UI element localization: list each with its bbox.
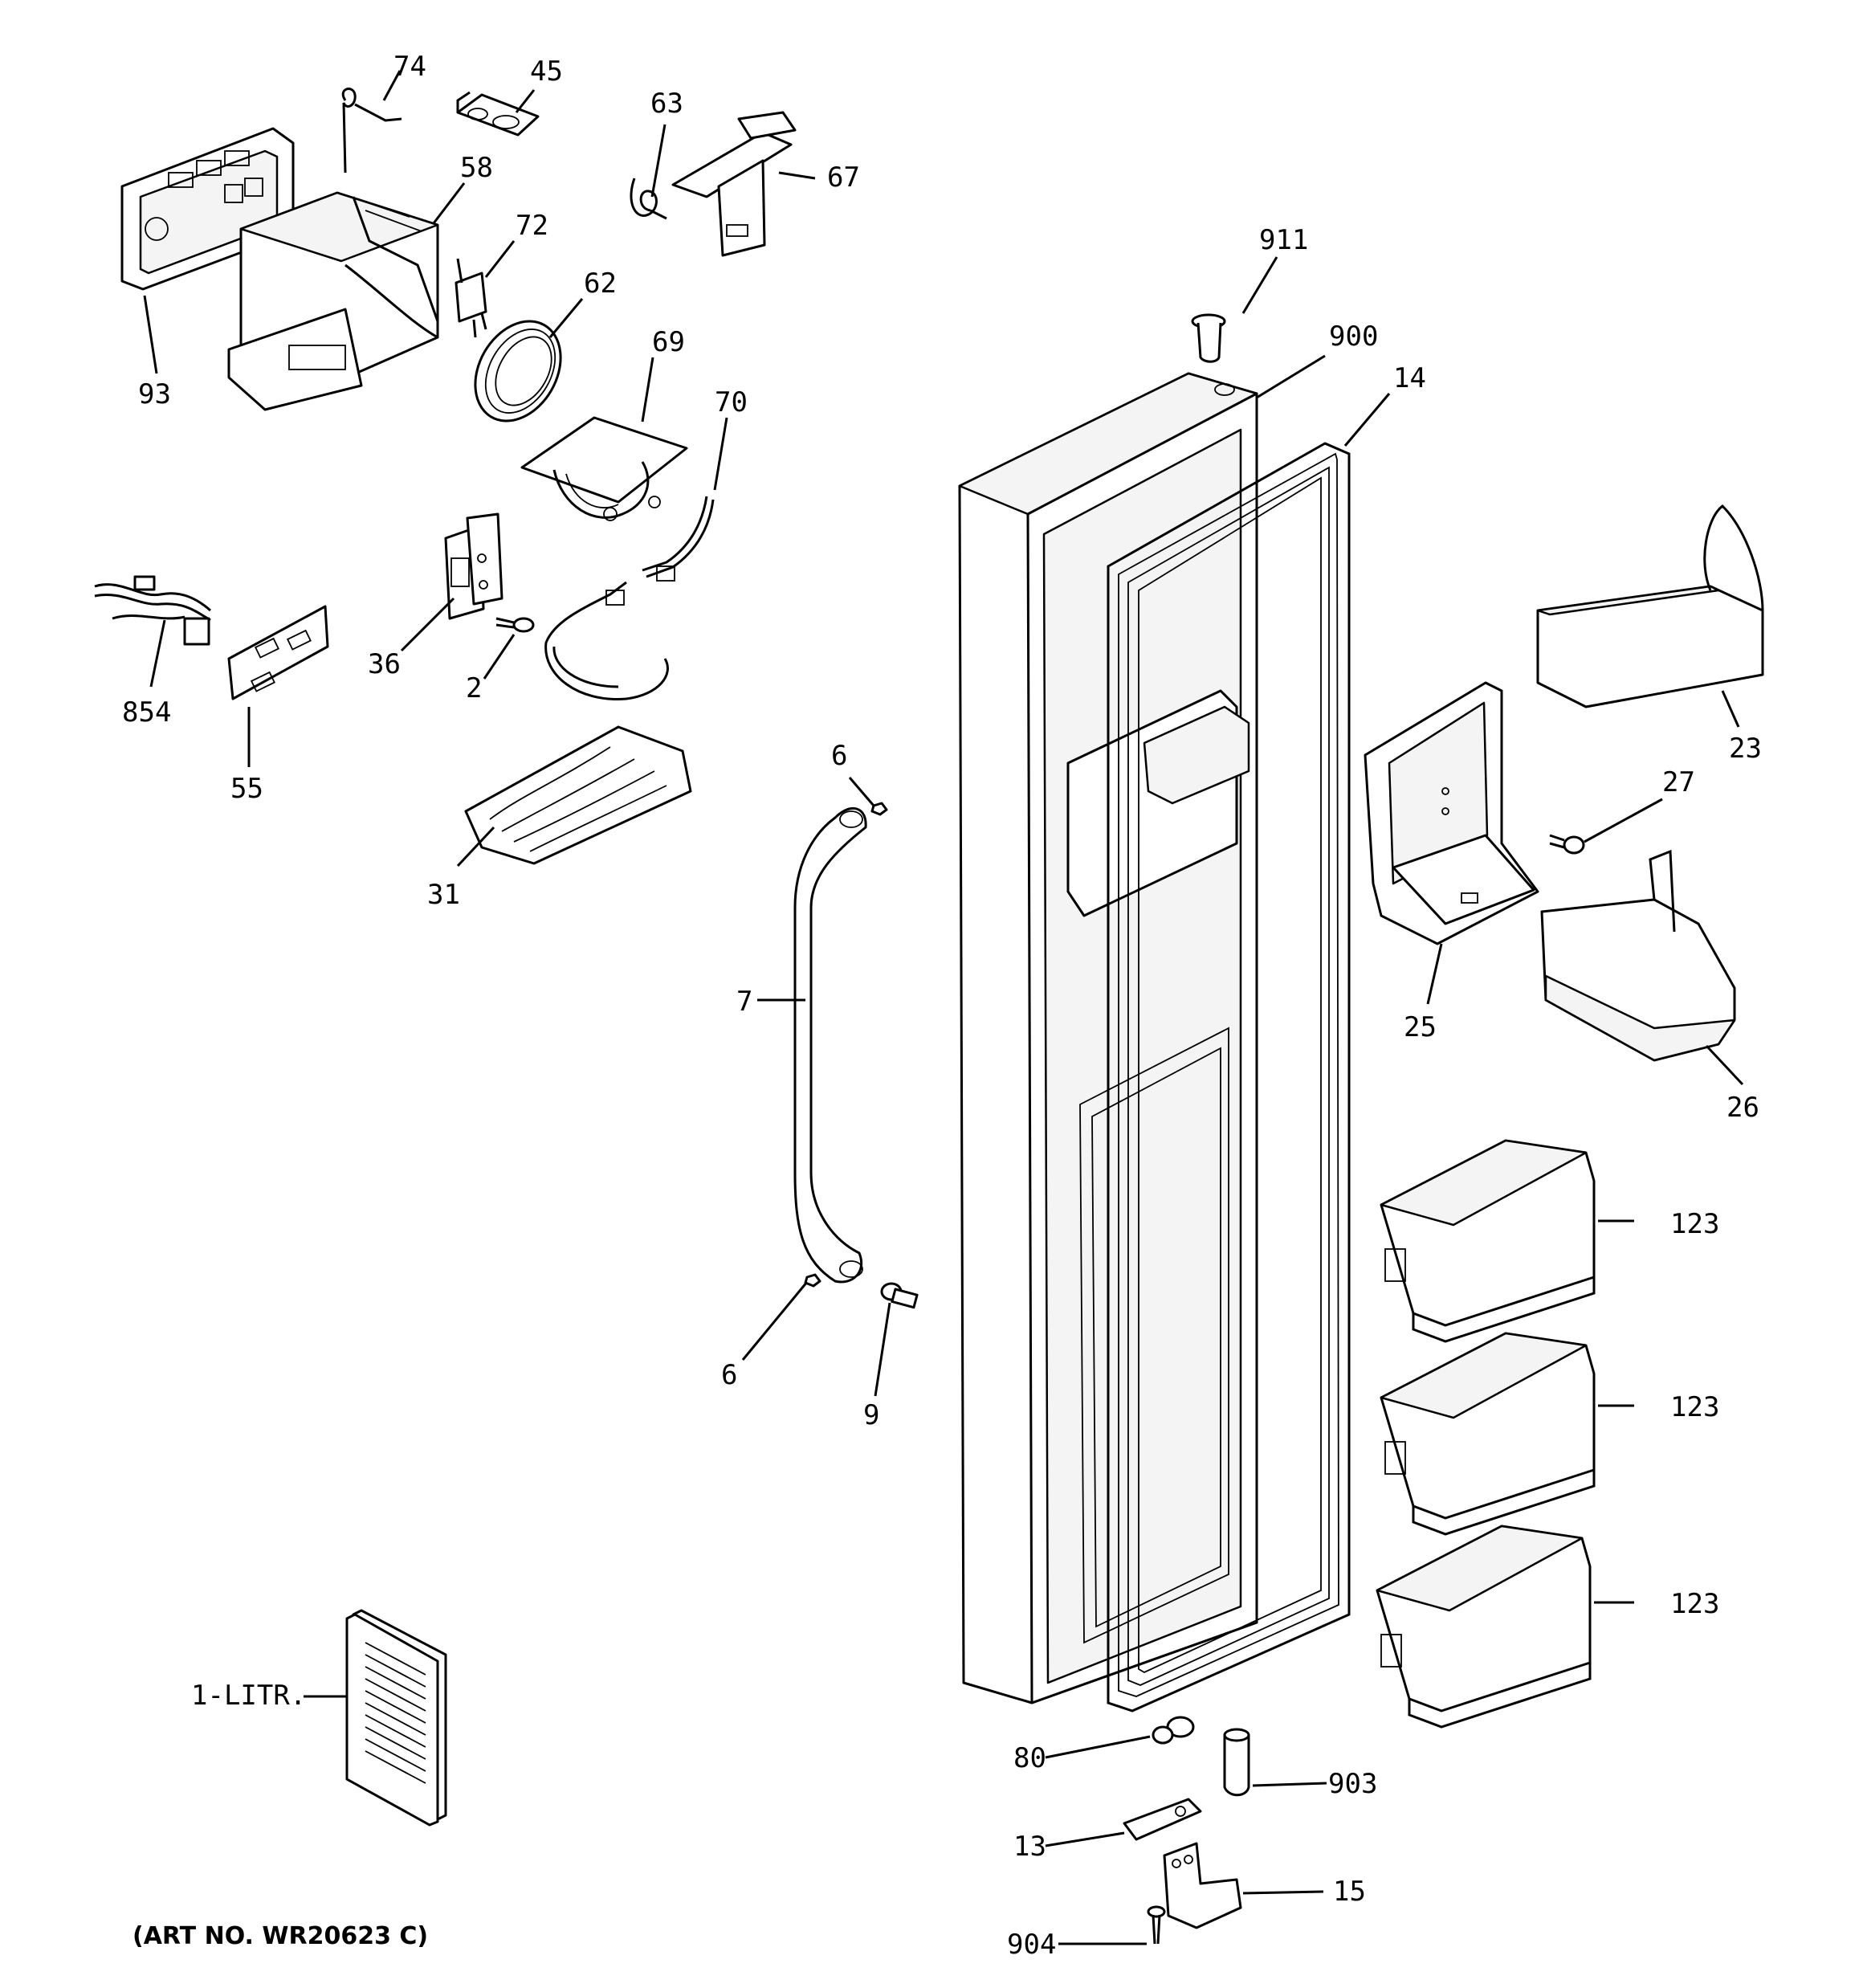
part-58-dispenser-housing bbox=[227, 191, 439, 411]
part-6-nut-top bbox=[870, 802, 888, 816]
callout-9: 9 bbox=[863, 1399, 879, 1431]
callout-70: 70 bbox=[715, 386, 748, 418]
part-23-cover bbox=[1536, 504, 1764, 708]
part-7-handle bbox=[793, 807, 867, 1284]
callout-93: 93 bbox=[138, 378, 171, 410]
callout-74: 74 bbox=[393, 51, 426, 83]
part-854-harness bbox=[94, 575, 211, 646]
callout-26: 26 bbox=[1726, 1092, 1759, 1124]
part-63-spring bbox=[630, 178, 667, 220]
leader-lines bbox=[143, 70, 1744, 1945]
part-123-bin-top bbox=[1380, 1139, 1596, 1343]
callout-7: 7 bbox=[736, 986, 752, 1018]
callout-63: 63 bbox=[650, 88, 683, 120]
callout-903: 903 bbox=[1328, 1768, 1377, 1800]
part-6-nut-bottom bbox=[804, 1273, 821, 1288]
callout-6-bottom: 6 bbox=[721, 1359, 737, 1391]
callout-72: 72 bbox=[516, 210, 548, 242]
part-36-bracket bbox=[444, 512, 503, 620]
callout-123-middle: 123 bbox=[1670, 1391, 1719, 1423]
part-903-pin bbox=[1223, 1728, 1250, 1797]
part-2-screw bbox=[495, 617, 535, 633]
part-904-screw bbox=[1147, 1905, 1166, 1945]
callout-2: 2 bbox=[466, 672, 482, 704]
callout-15: 15 bbox=[1333, 1876, 1366, 1908]
part-1-litr-booklet bbox=[345, 1609, 447, 1827]
callout-67: 67 bbox=[827, 161, 860, 194]
callout-62: 62 bbox=[584, 267, 617, 300]
part-93-control-panel bbox=[120, 127, 295, 291]
callout-27: 27 bbox=[1662, 766, 1695, 798]
callout-25: 25 bbox=[1404, 1011, 1437, 1043]
callout-58: 58 bbox=[460, 152, 493, 184]
part-70-lever-arm bbox=[544, 496, 715, 700]
callout-900: 900 bbox=[1329, 320, 1378, 353]
part-74-spring bbox=[341, 88, 402, 173]
part-14-gasket bbox=[1107, 442, 1351, 1712]
part-45-bracket bbox=[456, 91, 540, 137]
callout-1-litr: 1-LITR. bbox=[191, 1680, 306, 1712]
part-72-microswitch bbox=[455, 258, 487, 338]
callout-14: 14 bbox=[1393, 362, 1426, 394]
part-25-shelf bbox=[1364, 681, 1539, 945]
part-13-shim bbox=[1123, 1798, 1202, 1841]
callout-904: 904 bbox=[1007, 1929, 1056, 1961]
part-31-grille bbox=[464, 725, 692, 865]
part-80-plug bbox=[1152, 1716, 1195, 1745]
part-69-chute bbox=[520, 416, 688, 521]
callout-6-top: 6 bbox=[831, 740, 847, 772]
callout-45: 45 bbox=[530, 55, 563, 88]
part-26-bucket bbox=[1540, 849, 1736, 1062]
callout-123-top: 123 bbox=[1670, 1208, 1719, 1240]
callout-80: 80 bbox=[1013, 1742, 1046, 1774]
callout-55: 55 bbox=[230, 773, 263, 805]
callout-31: 31 bbox=[427, 879, 460, 911]
art-number: (ART NO. WR20623 C) bbox=[132, 1922, 428, 1950]
part-62-ring bbox=[474, 320, 562, 423]
callout-36: 36 bbox=[368, 648, 401, 680]
part-123-bin-bottom bbox=[1376, 1525, 1592, 1729]
part-15-hinge bbox=[1163, 1842, 1242, 1929]
callout-123-bottom: 123 bbox=[1670, 1588, 1719, 1620]
part-67-actuator bbox=[671, 111, 797, 257]
callout-23: 23 bbox=[1729, 733, 1762, 765]
part-911-bushing bbox=[1191, 313, 1226, 363]
callout-labels: 74 45 63 67 58 72 62 93 69 70 911 900 14… bbox=[122, 51, 1762, 1961]
callout-911: 911 bbox=[1259, 224, 1308, 256]
callout-854: 854 bbox=[122, 696, 171, 729]
part-123-bin-middle bbox=[1380, 1332, 1596, 1536]
callout-13: 13 bbox=[1013, 1831, 1046, 1863]
part-9-stud bbox=[880, 1282, 919, 1309]
callout-69: 69 bbox=[652, 326, 685, 358]
part-27-screw bbox=[1549, 834, 1585, 855]
part-55-board bbox=[227, 605, 329, 700]
